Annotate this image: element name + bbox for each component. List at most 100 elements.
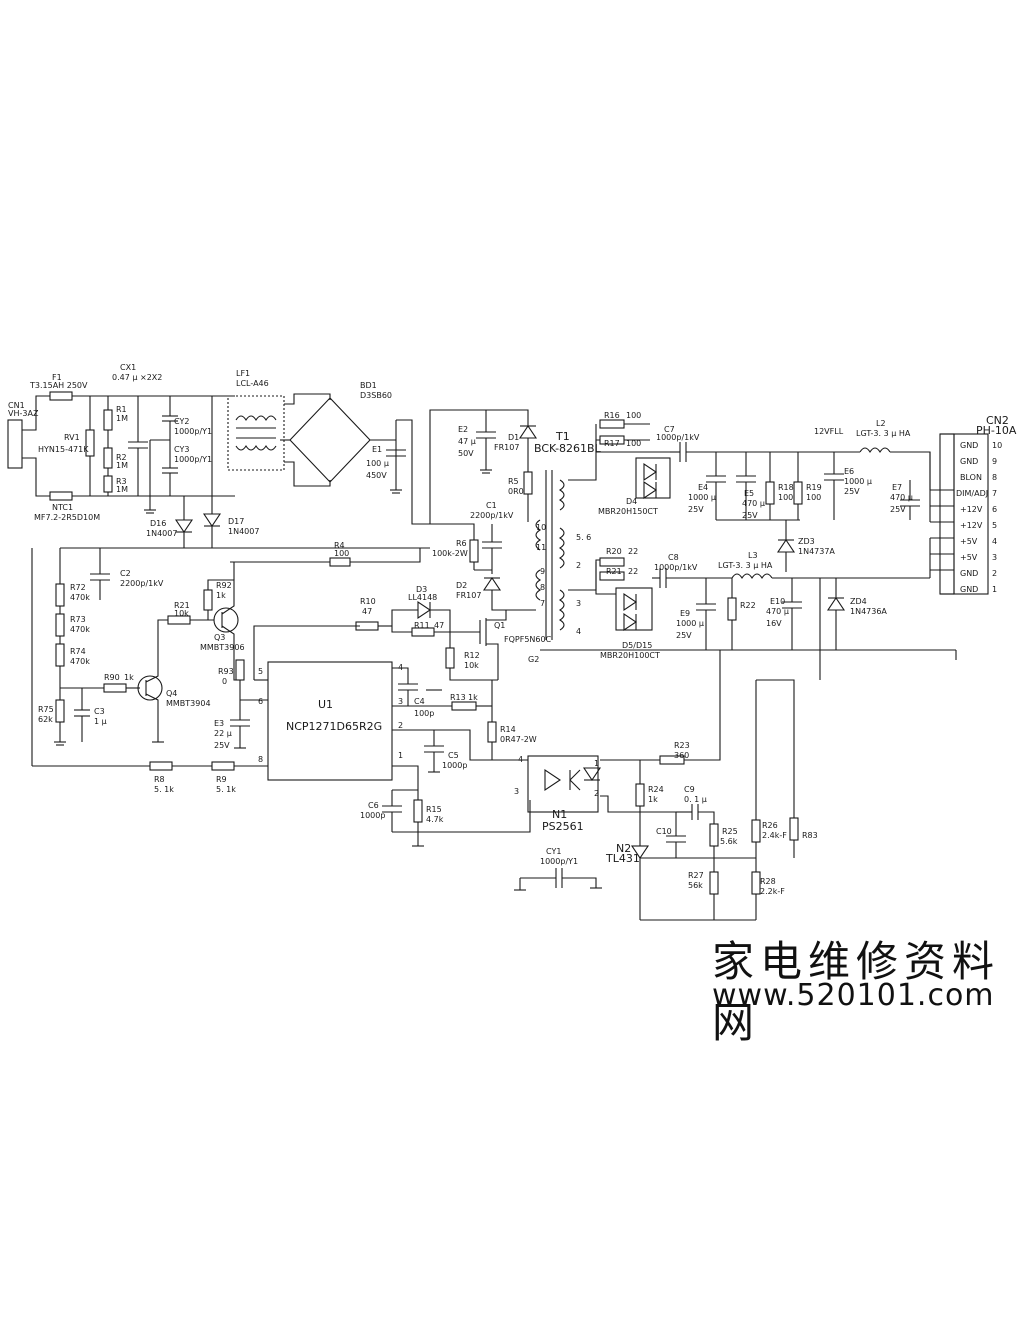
label-d16: D16 [150,519,166,528]
label-r19-val: 100 [806,493,821,502]
label-l3-val: LGT-3. 3 μ HA [718,561,773,570]
cn2-pin-num: 6 [992,505,997,514]
label-r19: R19 [806,483,822,492]
cn2-pin-name: GND [960,441,978,450]
n1-pin: 4 [518,755,523,764]
label-r13: R13 [450,693,466,702]
label-r2: R2 [116,453,127,462]
resistor-r72 [55,583,65,607]
label-r14: R14 [500,725,516,734]
label-c8: C8 [668,553,679,562]
label-r5-val: 0R0 [508,487,524,496]
label-r83: R83 [802,831,818,840]
label-cy2-val: 1000p/Y1 [174,427,212,436]
label-e2-val: 47 μ [458,437,476,446]
cn2-pin-num: 10 [992,441,1002,450]
label-ntc1-val: MF7.2-2R5D10M [34,513,100,522]
label-c6: C6 [368,801,379,810]
label-c7-val: 1000p/1kV [656,433,700,442]
label-r90: R90 [104,673,120,682]
label-bd1: BD1 [360,381,377,390]
resistor-r18 [765,481,775,505]
label-e6-val: 1000 μ [844,477,872,486]
diode-d4 [635,457,671,499]
label-q1-val: FQPF5N60C [504,635,552,644]
label-wind-9: 9 [540,567,545,576]
label-r28-val: 2.2k-F [760,887,785,896]
watermark-url: www.520101.com [712,978,995,1013]
label-12vfll: 12VFLL [814,427,844,436]
label-r11-val: 47 [434,621,444,630]
label-r9-val: 5. 1k [216,785,236,794]
label-d3-val: LL4148 [408,593,437,602]
label-c8-val: 1000p/1kV [654,563,698,572]
label-r2-val: 1M [116,461,128,470]
label-e3: E3 [214,719,224,728]
label-lf1-val: LCL-A46 [236,379,269,388]
cn2-pin-num: 7 [992,489,997,498]
resistor-r9 [211,761,235,771]
label-rv1: RV1 [64,433,80,442]
label-r21b-val: 10k [174,609,189,618]
label-d4: D4 [626,497,637,506]
label-r26-val: 2.4k-F [762,831,787,840]
label-r23-val: 360 [674,751,689,760]
label-r28: R28 [760,877,776,886]
label-e7-v: 25V [890,505,906,514]
label-r13-val: 1k [468,693,478,702]
resistor-r2 [103,447,113,469]
resistor-r5 [523,471,533,495]
label-e7-val: 470 μ [890,493,913,502]
label-l2-val: LGT-3. 3 μ HA [856,429,911,438]
resistor-r15 [413,799,423,823]
resistor-r1 [103,409,113,431]
label-r10-val: 47 [362,607,372,616]
resistor-r12 [445,647,455,669]
resistor-r20 [599,557,625,567]
label-e5-v: 25V [742,511,758,520]
n1-pin: 1 [594,759,599,768]
label-d2: D2 [456,581,467,590]
label-r23: R23 [674,741,690,750]
label-r16-val: 100 [626,411,641,420]
label-r25: R25 [722,827,738,836]
label-e1-val: 100 μ [366,459,389,468]
label-n1-val: PS2561 [542,820,584,833]
cn2-pin-name: +5V [960,537,978,546]
label-f1-val: T3.15AH 250V [29,381,88,390]
resistor-r75 [55,699,65,723]
label-r4-val: 100 [334,549,349,558]
label-r6-val: 100k-2W [432,549,468,558]
label-r17: R17 [604,439,620,448]
transistor-q4 [137,675,163,701]
label-e3-val: 22 μ [214,729,232,738]
label-e1-v: 450V [366,471,387,480]
bridge-rectifier-bd1 [289,397,371,483]
label-zd4-val: 1N4736A [850,607,887,616]
label-r26: R26 [762,821,778,830]
label-n2-val: TL431 [605,852,640,865]
resistor-r8 [149,761,173,771]
label-r8-val: 5. 1k [154,785,174,794]
cn2-pin-name: GND [960,569,978,578]
u1-pin: 1 [398,751,403,760]
label-d17-val: 1N4007 [228,527,259,536]
n1-pin: 2 [594,789,599,798]
resistor-r93 [235,659,245,681]
resistor-r19 [793,481,803,505]
cn2-pin-name: +12V [960,521,983,530]
label-r22: R22 [740,601,756,610]
resistor-r26 [751,819,761,843]
label-c4: C4 [414,697,425,706]
label-wind-7: 7 [540,599,545,608]
label-q1: Q1 [494,621,505,630]
label-e9: E9 [680,609,690,618]
label-c7: C7 [664,425,675,434]
label-c3-val: 1 μ [94,717,107,726]
u1-pin: 5 [258,667,263,676]
u1-pin: 3 [398,697,403,706]
resistor-r27 [709,871,719,895]
label-r24-val: 1k [648,795,658,804]
label-c4-val: 100p [414,709,434,718]
label-c2-val: 2200p/1kV [120,579,164,588]
